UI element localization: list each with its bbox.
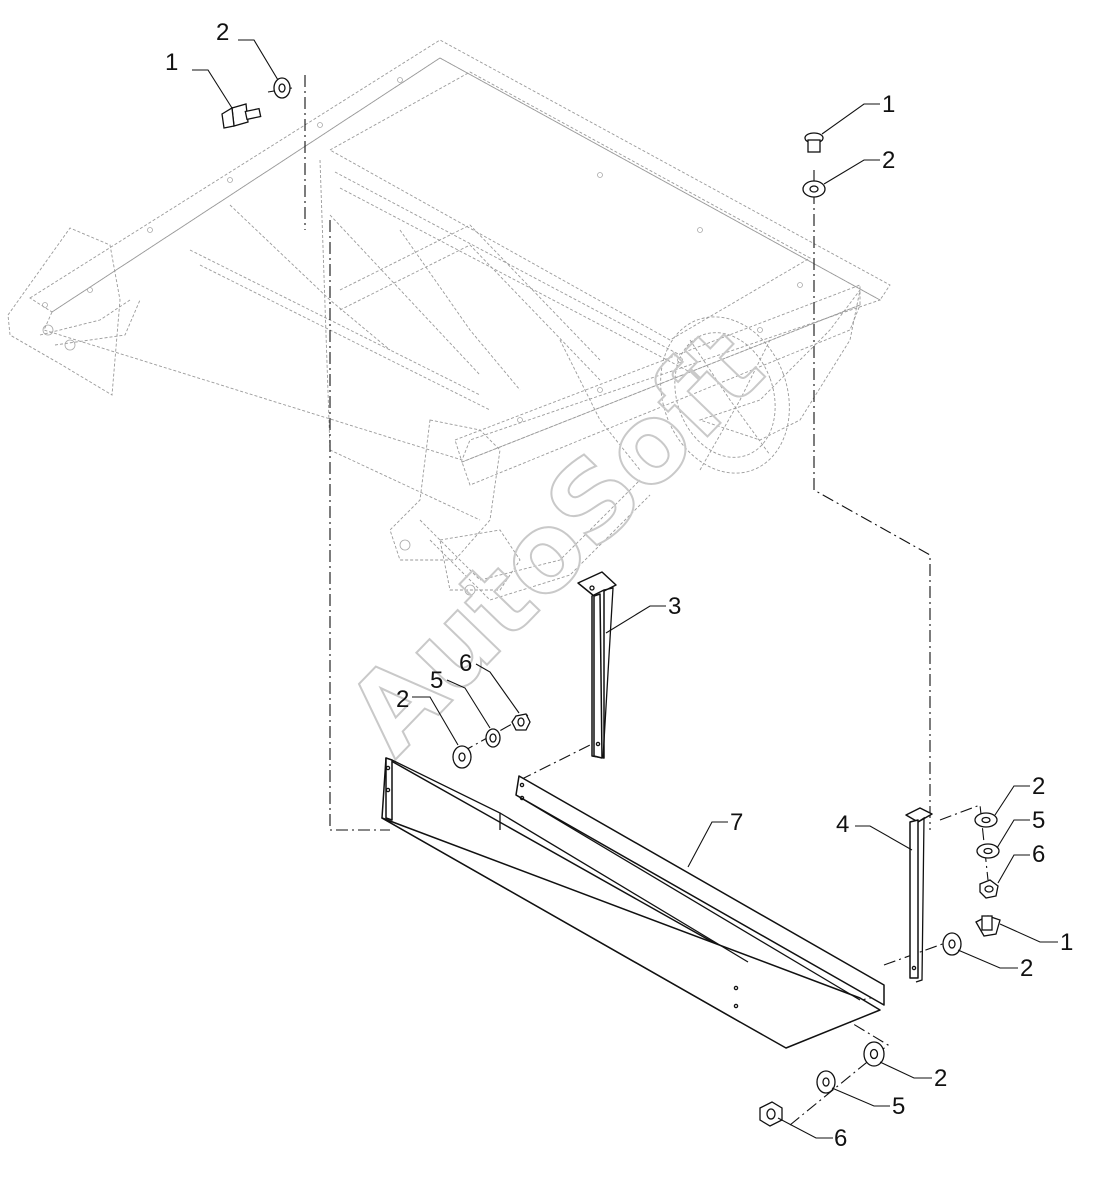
callout-6: 6: [1032, 841, 1045, 868]
callout-3: 3: [668, 593, 681, 620]
callout-labels: 1 2 1 2 3 2 5 6 7 4 2 5 6 1 2 2 5 6: [165, 19, 1073, 1152]
callout-4: 4: [836, 811, 849, 838]
hardware: [221, 77, 1001, 1127]
bolt-icon: [221, 103, 262, 129]
callout-6: 6: [834, 1125, 847, 1152]
washer-icon: [863, 1041, 885, 1067]
callout-6: 6: [459, 650, 472, 677]
callout-5: 5: [1032, 807, 1045, 834]
washer-icon: [802, 180, 826, 198]
callout-2: 2: [1020, 955, 1033, 982]
callout-5: 5: [430, 667, 443, 694]
bolt-icon: [975, 915, 1001, 937]
callout-5: 5: [892, 1093, 905, 1120]
lock-washer-icon: [976, 843, 1000, 859]
callout-7: 7: [730, 809, 743, 836]
callout-1: 1: [165, 49, 178, 76]
washer-icon: [974, 812, 998, 828]
callout-2: 2: [216, 19, 229, 46]
lock-washer-icon: [485, 728, 501, 748]
callout-1: 1: [1060, 929, 1073, 956]
bolt-icon: [804, 132, 824, 153]
callout-2: 2: [1032, 773, 1045, 800]
assembly-centerlines: [267, 75, 989, 1126]
washer-icon: [942, 932, 962, 956]
callout-2: 2: [882, 147, 895, 174]
machine-frame: [7, 39, 891, 601]
watermark: AutoSoft: [324, 305, 787, 778]
callout-2: 2: [934, 1065, 947, 1092]
part-7-channel: [381, 757, 885, 1049]
nut-icon: [759, 1101, 783, 1127]
washer-icon: [273, 77, 291, 99]
part-3-strap: [577, 571, 617, 759]
frame-holes: [42, 77, 803, 596]
washer-icon: [452, 745, 472, 769]
nut-icon: [979, 879, 999, 899]
callout-1: 1: [882, 91, 895, 118]
callout-2: 2: [396, 686, 409, 713]
lock-washer-icon: [816, 1070, 836, 1094]
part-4-strap: [905, 807, 933, 983]
leader-lines: [192, 39, 1058, 1139]
nut-icon: [511, 713, 531, 731]
